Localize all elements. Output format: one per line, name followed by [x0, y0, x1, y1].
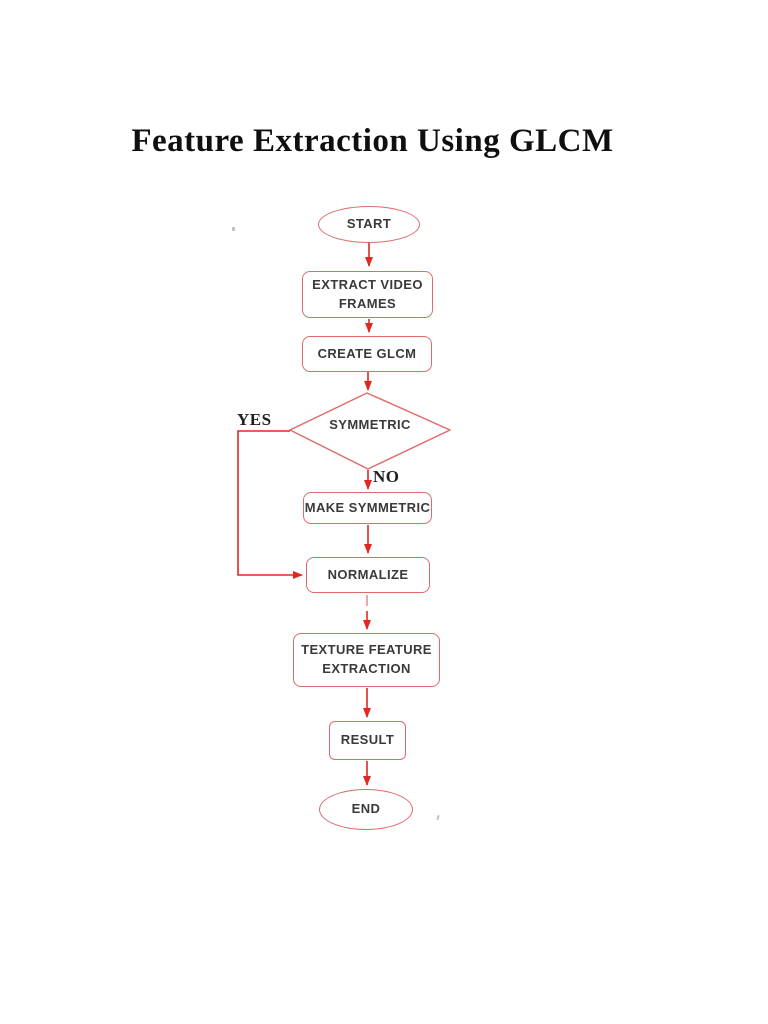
- scan-speck-1: [232, 227, 235, 231]
- node-result-label: RESULT: [340, 732, 395, 748]
- node-extract-frames-label: EXTRACT VIDEO FRAMES: [312, 276, 423, 311]
- page-title: Feature Extraction Using GLCM: [131, 123, 614, 159]
- edge-symmetric-yes: [237, 430, 303, 579]
- node-extract-frames: EXTRACT VIDEO FRAMES: [302, 271, 433, 318]
- node-result: RESULT: [329, 721, 406, 760]
- node-create-glcm-label: CREATE GLCM: [317, 345, 417, 361]
- node-texture-feature-label: TEXTURE FEATURE EXTRACTION: [301, 642, 432, 676]
- node-start-label: START: [346, 216, 392, 232]
- branch-label-yes: YES: [237, 410, 272, 429]
- node-make-symmetric-label: MAKE SYMMETRIC: [304, 499, 431, 515]
- node-make-symmetric: MAKE SYMMETRIC: [303, 492, 432, 524]
- node-start: START: [318, 206, 420, 243]
- node-symmetric-label: SYMMETRIC: [329, 417, 411, 432]
- node-texture-feature: TEXTURE FEATURE EXTRACTION: [293, 633, 440, 687]
- node-end-label: END: [351, 801, 381, 817]
- node-end: END: [319, 789, 413, 830]
- branch-label-no: NO: [373, 467, 400, 486]
- decision-symmetric-shape: [289, 392, 451, 470]
- node-normalize-label: NORMALIZE: [327, 566, 409, 582]
- node-normalize: NORMALIZE: [306, 557, 430, 593]
- node-create-glcm: CREATE GLCM: [302, 336, 432, 372]
